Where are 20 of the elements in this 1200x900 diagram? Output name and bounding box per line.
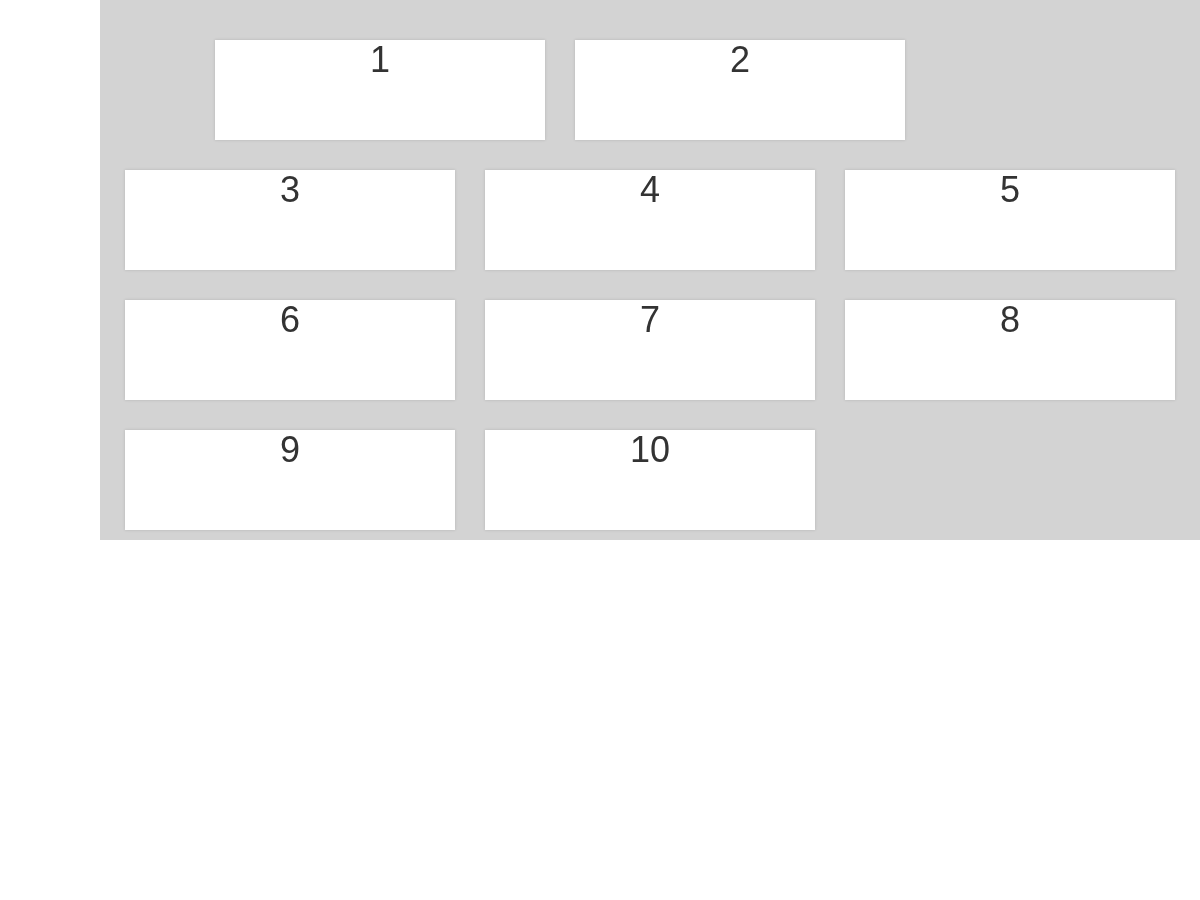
card-number: 4: [640, 170, 660, 210]
card: [485, 300, 815, 400]
card-number: 10: [629, 430, 670, 470]
card-number: 2: [730, 40, 750, 80]
card: [485, 430, 815, 530]
card-number: 5: [1000, 170, 1020, 210]
card-number: 6: [280, 300, 300, 340]
card-number: 7: [640, 300, 660, 340]
card: [485, 170, 815, 270]
card: [845, 300, 1175, 400]
card-number: 1: [370, 40, 390, 80]
card-number: 9: [280, 430, 300, 470]
card: [575, 40, 905, 140]
card: [215, 40, 545, 140]
card-number: 3: [280, 170, 300, 210]
card: [845, 170, 1175, 270]
card: [125, 170, 455, 270]
card: [125, 300, 455, 400]
card-number: 8: [1000, 300, 1020, 340]
card: [125, 430, 455, 530]
